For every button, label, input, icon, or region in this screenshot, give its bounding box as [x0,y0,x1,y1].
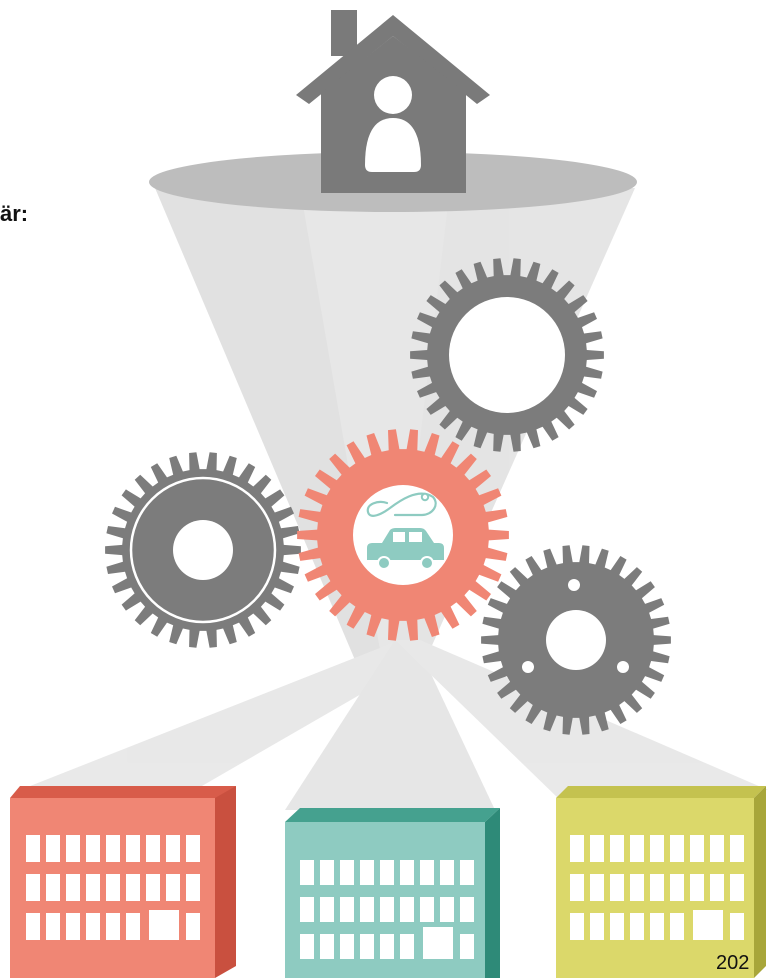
building-window [26,874,40,901]
building-window [340,860,354,885]
building-window [630,874,644,901]
building-window [380,860,394,885]
building-window [400,934,414,959]
building-window [66,913,80,940]
building-window [86,913,100,940]
building-window [126,874,140,901]
building-window [730,874,744,901]
building-window [166,835,180,862]
yellow-building-icon [556,786,766,978]
building-window [710,835,724,862]
gear-bolt [568,579,580,591]
building-window [610,874,624,901]
building-window [46,913,60,940]
building-window [360,934,374,959]
building-window [320,897,334,922]
building-window [146,874,160,901]
gear-hole [546,610,606,670]
building-window [650,913,664,940]
building-window [570,874,584,901]
building-window [320,860,334,885]
building-window [66,835,80,862]
building-window [380,897,394,922]
building-window [400,860,414,885]
building-window [420,897,434,922]
building-window [630,913,644,940]
building-window [340,897,354,922]
building-window [86,835,100,862]
building-window [106,913,120,940]
building-window [570,913,584,940]
building-window [730,835,744,862]
house-icon [296,10,490,193]
building-window [46,835,60,862]
building-window [66,874,80,901]
building-window [630,835,644,862]
gear-bolt [522,661,534,673]
building-window [360,860,374,885]
building-window [26,835,40,862]
building-window [186,874,200,901]
building-door [149,910,179,940]
building-window [106,835,120,862]
building-window [590,913,604,940]
building-window [420,860,434,885]
building-window [126,913,140,940]
building-window [670,874,684,901]
building-window [440,860,454,885]
building-window [610,913,624,940]
building-window [146,835,160,862]
building-window [166,874,180,901]
building-window [360,897,374,922]
building-window [610,835,624,862]
building-window [460,897,474,922]
building-window [300,897,314,922]
building-window [300,934,314,959]
building-window [670,913,684,940]
building-window [730,913,744,940]
gear-hole [449,297,565,413]
building-window [690,874,704,901]
car-stethoscope-icon [353,485,453,585]
building-window [46,874,60,901]
building-window [650,835,664,862]
building-window [186,913,200,940]
building-door [423,927,453,959]
building-window [670,835,684,862]
building-window [300,860,314,885]
building-window [440,897,454,922]
gear-bolt [617,661,629,673]
building-door [693,910,723,940]
building-window [340,934,354,959]
building-window [186,835,200,862]
teal-building-icon [285,808,500,978]
building-window [590,874,604,901]
building-window [460,860,474,885]
building-window [690,835,704,862]
building-window [400,897,414,922]
building-window [460,934,474,959]
partial-label: är: [0,201,28,227]
building-window [86,874,100,901]
building-window [650,874,664,901]
building-window [320,934,334,959]
building-window [710,874,724,901]
gear-hole [173,520,233,580]
building-window [126,835,140,862]
building-window [380,934,394,959]
red-building-icon [10,786,236,978]
building-window [26,913,40,940]
building-window [590,835,604,862]
gear-left-icon [105,452,301,648]
page-number: 202 [716,952,749,975]
building-window [106,874,120,901]
building-window [570,835,584,862]
